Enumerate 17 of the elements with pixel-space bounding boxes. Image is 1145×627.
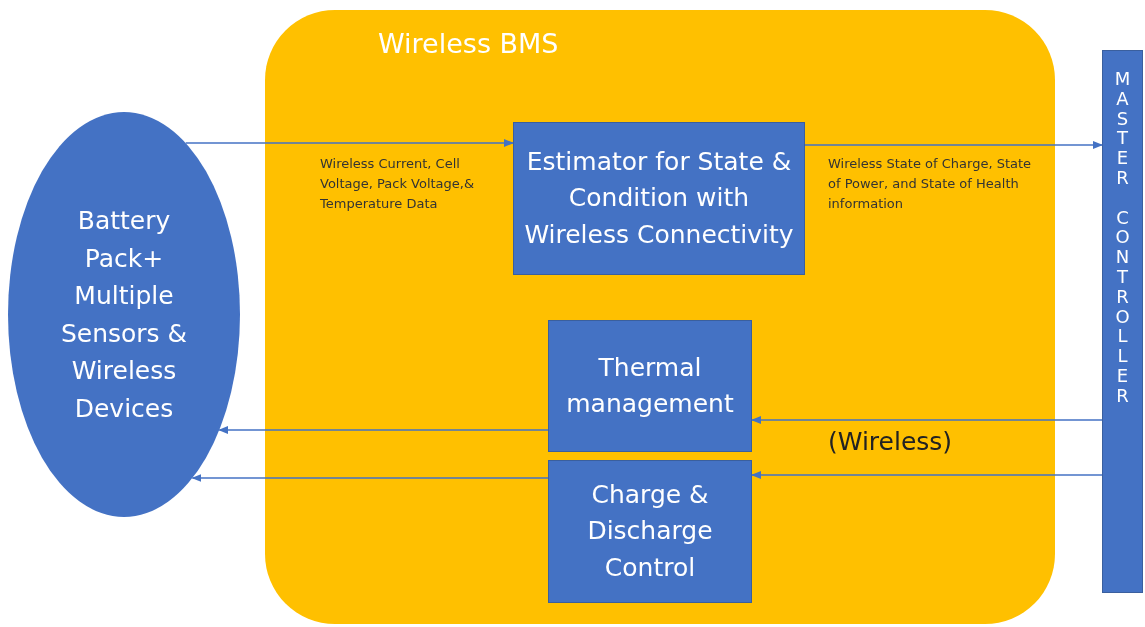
system-panel <box>265 10 1055 624</box>
process-box <box>513 122 805 275</box>
node-text: MASTER CONTROLLER <box>1113 69 1132 408</box>
node-text: Charge & Discharge Control <box>586 479 714 584</box>
node-text: Thermal management <box>565 351 735 420</box>
arrow <box>191 474 549 482</box>
arrow <box>184 139 514 147</box>
arrow <box>751 416 1103 424</box>
arrow <box>218 426 549 434</box>
process-box <box>548 460 752 603</box>
panel-title: Wireless BMS <box>378 28 559 59</box>
controller-bar <box>1102 50 1143 593</box>
arrow <box>804 141 1103 149</box>
arrow <box>751 471 1103 479</box>
node-text: Battery Pack+ Multiple Sensors & Wireless Devices <box>59 205 189 425</box>
node-text: Estimator for State & Condition with Wireless Connectivity <box>523 146 795 251</box>
process-box <box>548 320 752 452</box>
